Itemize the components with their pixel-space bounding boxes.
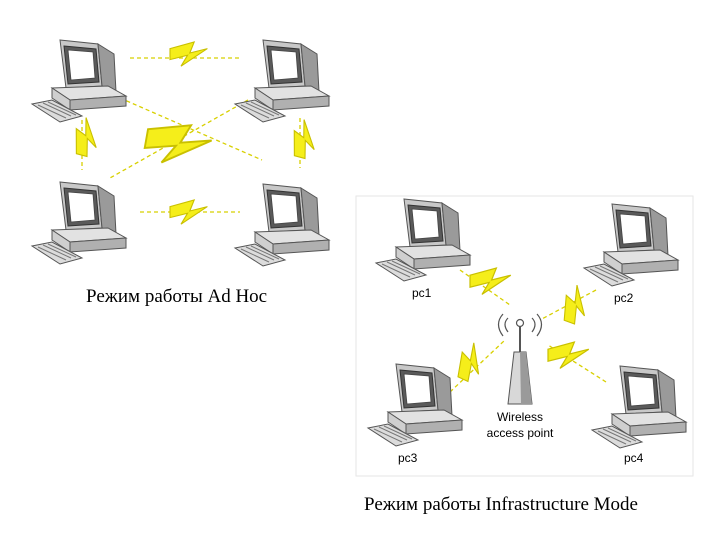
- lightning-bolt-icon: [169, 41, 208, 67]
- desktop-computer-icon: [234, 183, 330, 267]
- access-point-label: access point: [487, 426, 554, 440]
- pc-label: pc3: [398, 451, 418, 465]
- antenna-tower-icon: [497, 313, 543, 405]
- pc-label: pc2: [614, 291, 634, 305]
- desktop-computer-icon: [591, 365, 687, 449]
- lightning-bolt-icon: [547, 341, 590, 369]
- lightning-bolt-icon: [451, 339, 491, 385]
- desktop-computer-icon: [31, 181, 127, 265]
- desktop-computer-icon: [583, 203, 679, 287]
- infrastructure-frame: [355, 195, 694, 477]
- desktop-computer-icon: [234, 39, 330, 123]
- desktop-computer-icon: [31, 39, 127, 123]
- lightning-bolt-icon: [469, 267, 512, 295]
- access-point-label: Wireless: [497, 410, 543, 424]
- lightning-bolt-icon: [557, 282, 595, 327]
- lightning-bolt-icon: [287, 117, 322, 161]
- lightning-bolt-icon: [169, 199, 208, 225]
- infrastructure-caption: Режим работы Infrastructure Mode: [364, 494, 638, 515]
- adhoc-section: Режим работы Ad Hoc: [31, 39, 330, 307]
- desktop-computer-icon: [375, 198, 471, 282]
- pc-label: pc4: [624, 451, 644, 465]
- lightning-bolt-icon: [69, 115, 104, 159]
- adhoc-caption: Режим работы Ad Hoc: [86, 286, 267, 307]
- desktop-computer-icon: [367, 363, 463, 447]
- pc-label: pc1: [412, 286, 432, 300]
- infrastructure-section: Wireless access point pc1 pc2 pc3 pc4 Ре…: [355, 195, 694, 515]
